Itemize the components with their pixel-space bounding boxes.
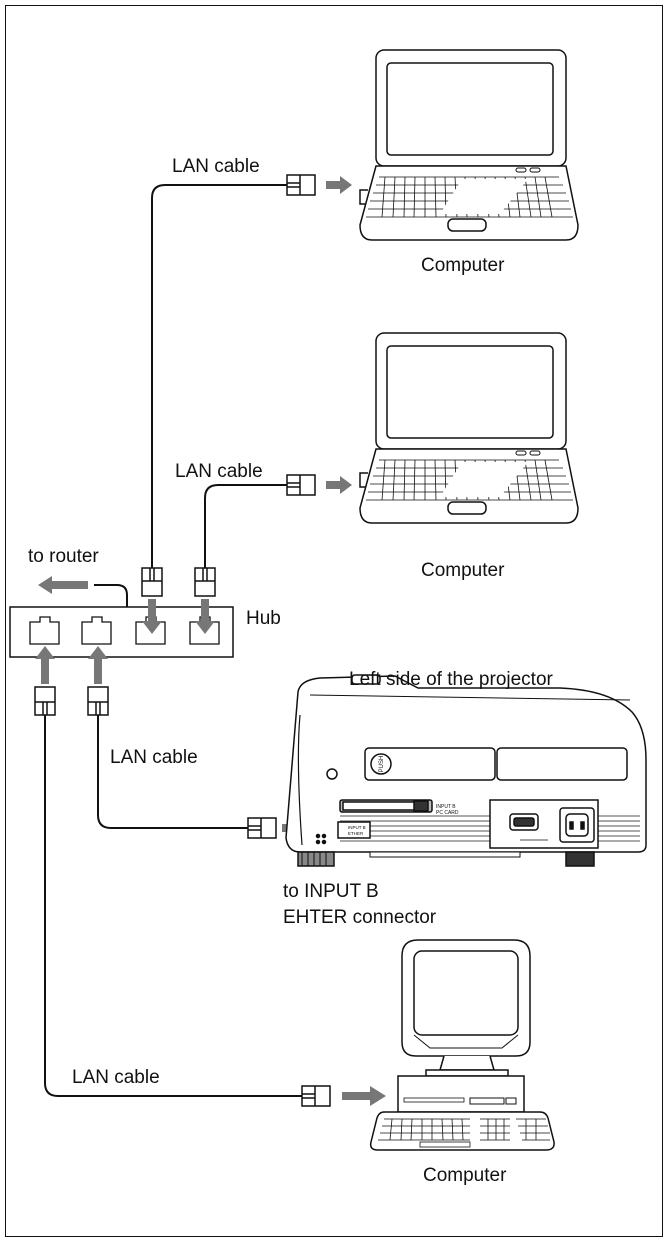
diagram-frame xyxy=(5,5,663,1237)
laptop-computer-2 xyxy=(359,332,579,524)
push-label: PUSH xyxy=(379,756,385,773)
lan-cable-label-1: LAN cable xyxy=(172,156,260,177)
computer-label-1: Computer xyxy=(421,255,505,276)
ether-port-label-1: INPUT B xyxy=(348,825,366,830)
rj45-plug-desktop xyxy=(301,1085,331,1107)
lan-cable-label-2: LAN cable xyxy=(175,461,263,482)
rj45-plug-hub-4 xyxy=(87,686,109,716)
hub-label: Hub xyxy=(246,608,281,629)
rj45-plug-hub-2 xyxy=(194,567,216,597)
laptop-computer-1 xyxy=(359,49,579,241)
rj45-plug-laptop-2 xyxy=(286,474,316,496)
projector xyxy=(285,674,647,867)
rj45-plug-projector xyxy=(247,817,277,839)
input-b-label-line1: to INPUT B xyxy=(283,881,379,902)
lan-cable-wires xyxy=(44,184,302,1097)
rj45-plug-hub-1 xyxy=(141,567,163,597)
input-b-label-line2: EHTER connector xyxy=(283,907,437,928)
rj45-plug-hub-3 xyxy=(34,686,56,716)
computer-label-2: Computer xyxy=(421,560,505,581)
ether-port-label-2: ETHER xyxy=(348,831,364,836)
projector-side-label: Left side of the projector xyxy=(349,669,553,690)
computer-label-3: Computer xyxy=(423,1165,507,1186)
projector-labels: PUSH INPUT B PC CARD INPUT B ETHER xyxy=(348,756,459,836)
input-b-panel-label-2: PC CARD xyxy=(436,810,459,816)
lan-cable-label-4: LAN cable xyxy=(72,1067,160,1088)
to-router-label: to router xyxy=(28,546,99,567)
input-b-panel-label-1: INPUT B xyxy=(436,804,456,810)
rj45-plug-laptop-1 xyxy=(286,174,316,196)
desktop-computer xyxy=(369,939,555,1151)
lan-cable-label-3: LAN cable xyxy=(110,747,198,768)
